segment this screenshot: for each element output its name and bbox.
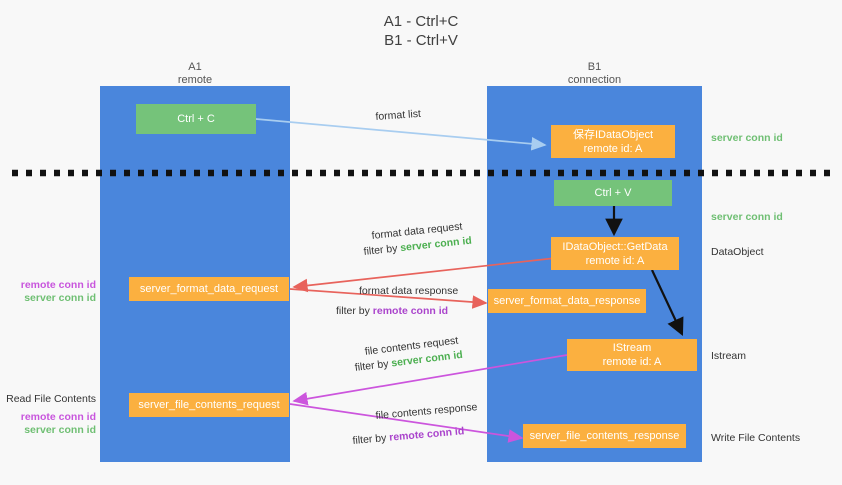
node-server-file-contents-response-label: server_file_contents_response — [529, 430, 680, 442]
diagram-title-line-2: B1 - Ctrl+V — [384, 32, 458, 49]
left-annotation-server-conn-id-low: server conn id — [24, 424, 96, 436]
left-annotation-remote-conn-id-mid: remote conn id — [20, 279, 96, 291]
edge-label-format-list: format list — [375, 107, 422, 123]
node-save-idataobject[interactable]: 保存IDataObject remote id: A — [551, 125, 675, 158]
right-annotation-dataobject: DataObject — [711, 246, 764, 258]
edge-label-format-data-response: format data response — [359, 285, 459, 297]
node-server-format-data-request[interactable]: server_format_data_request — [129, 277, 289, 301]
node-server-format-data-response-label: server_format_data_response — [493, 295, 641, 307]
node-server-file-contents-request-label: server_file_contents_request — [138, 399, 280, 411]
node-ctrl-v-line1: Ctrl + V — [594, 187, 632, 199]
node-server-file-contents-request[interactable]: server_file_contents_request — [129, 393, 289, 417]
filter-prefix-1: filter by — [363, 242, 401, 258]
lane-header-a1-subtitle: remote — [177, 74, 213, 86]
lane-header-b1-title: B1 — [587, 61, 602, 73]
lane-header-a1-title: A1 — [188, 61, 202, 73]
right-annotation-write-file-contents: Write File Contents — [711, 432, 801, 444]
edge-label-file-contents-response-filter: filter by remote conn id — [352, 424, 465, 448]
node-idataobject-getdata-line2: remote id: A — [585, 254, 645, 267]
edge-label-format-data-response-filter: filter by remote conn id — [336, 304, 448, 318]
right-annotation-istream: Istream — [711, 350, 747, 362]
node-ctrl-v[interactable]: Ctrl + V — [554, 180, 672, 206]
right-annotation-server-conn-id-mid: server conn id — [711, 211, 783, 223]
filter-prefix-2: filter by — [336, 305, 373, 317]
node-ctrl-c-line1: Ctrl + C — [177, 113, 215, 125]
edge-label-file-contents-response: file contents response — [375, 401, 478, 422]
node-save-idataobject-line1: 保存IDataObject — [572, 128, 654, 141]
filter-value-remote-conn-id-2: remote conn id — [388, 425, 465, 444]
node-istream-line2: remote id: A — [602, 356, 662, 368]
left-annotation-remote-conn-id-low: remote conn id — [20, 411, 96, 423]
left-annotation-read-file-contents: Read File Contents — [6, 393, 96, 405]
filter-value-remote-conn-id-1: remote conn id — [372, 305, 449, 317]
node-server-file-contents-response[interactable]: server_file_contents_response — [523, 424, 686, 448]
diagram-title-line-1: A1 - Ctrl+C — [383, 13, 459, 30]
node-server-format-data-response[interactable]: server_format_data_response — [488, 289, 646, 313]
node-save-idataobject-line2: remote id: A — [583, 142, 643, 155]
filter-prefix-4: filter by — [352, 431, 390, 447]
node-idataobject-getdata-line1: IDataObject::GetData — [562, 240, 668, 253]
node-ctrl-c[interactable]: Ctrl + C — [136, 104, 256, 134]
filter-prefix-3: filter by — [354, 357, 393, 374]
node-istream-line1: IStream — [612, 342, 652, 354]
node-istream[interactable]: IStream remote id: A — [567, 339, 697, 371]
node-idataobject-getdata[interactable]: IDataObject::GetData remote id: A — [551, 237, 679, 270]
node-server-format-data-request-label: server_format_data_request — [139, 283, 279, 295]
lane-header-b1-subtitle: connection — [567, 74, 622, 86]
left-annotation-server-conn-id-mid: server conn id — [24, 292, 96, 304]
right-annotation-server-conn-id-top: server conn id — [711, 132, 783, 144]
